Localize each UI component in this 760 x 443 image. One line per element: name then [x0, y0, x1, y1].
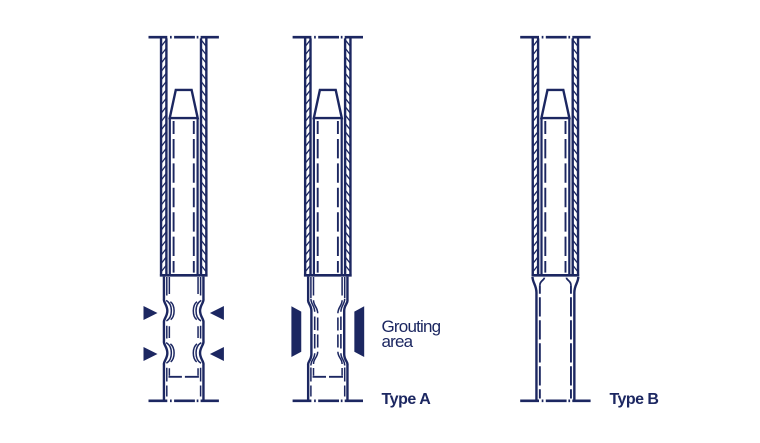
svg-text:area: area	[382, 332, 414, 351]
svg-text:Grouting: Grouting	[382, 317, 441, 336]
svg-text:Type A: Type A	[382, 391, 432, 408]
svg-text:Type B: Type B	[610, 391, 659, 408]
